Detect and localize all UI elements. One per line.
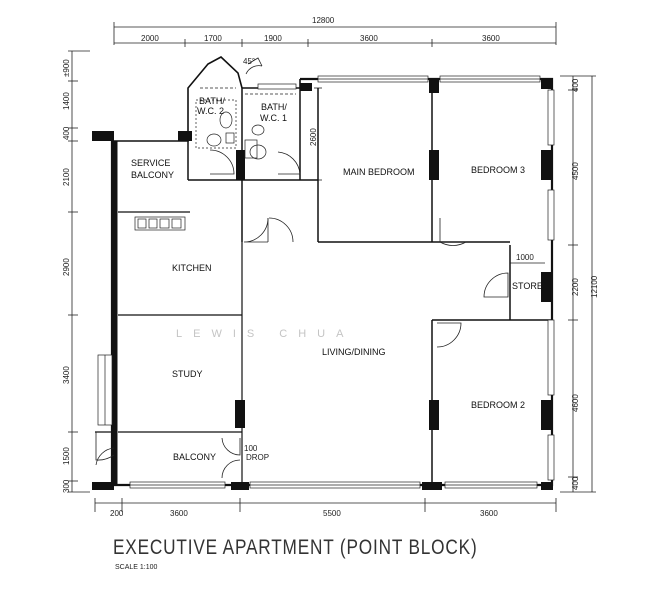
dim-top-total: 12800: [312, 16, 335, 25]
dim-left-6: 3400: [62, 366, 71, 384]
dim-top-4: 3600: [360, 34, 378, 43]
room-bedroom3: BEDROOM 3: [471, 165, 525, 175]
dim-angle: 45°: [243, 57, 255, 66]
dim-top-2: 1700: [204, 34, 222, 43]
dim-inner-bath: 2600: [309, 128, 318, 146]
doors: [95, 57, 509, 479]
room-bath2-line2: W.C. 2: [197, 106, 224, 116]
dim-right-total: 12100: [590, 275, 599, 298]
dim-inner-store: 1000: [516, 253, 534, 262]
room-bedroom2: BEDROOM 2: [471, 400, 525, 410]
dim-top-5: 3600: [482, 34, 500, 43]
dim-left-1: ±900: [62, 59, 71, 77]
dim-left-2: 1400: [62, 92, 71, 110]
room-service-balcony-line1: SERVICE: [131, 158, 170, 168]
room-balcony: BALCONY: [173, 452, 216, 462]
dim-bottom-2: 3600: [170, 509, 188, 518]
columns: [92, 79, 553, 490]
room-main-bedroom: MAIN BEDROOM: [343, 167, 415, 177]
dim-right-2: 4500: [571, 162, 580, 180]
dim-bottom-3: 5500: [323, 509, 341, 518]
dim-drop-value: 100: [244, 444, 258, 453]
room-bath1-line1: BATH/: [261, 102, 287, 112]
dimension-lines: [68, 22, 596, 512]
windows: [97, 75, 555, 489]
dim-left-4: 2100: [62, 168, 71, 186]
room-living-dining: LIVING/DINING: [322, 347, 386, 357]
dim-left-5: 2900: [62, 258, 71, 276]
dimension-labels: 12800 2000 1700 1900 3600 3600 45° ±900 …: [62, 16, 599, 518]
dim-left-7: 1500: [62, 447, 71, 465]
dim-right-4: 4600: [571, 394, 580, 412]
dim-drop-label: DROP: [246, 453, 269, 462]
dim-right-3: 2200: [571, 278, 580, 296]
fixtures: [134, 87, 296, 231]
plan-title: EXECUTIVE APARTMENT (POINT BLOCK): [113, 536, 478, 559]
walls: [95, 56, 554, 487]
room-kitchen: KITCHEN: [172, 263, 212, 273]
watermark: LEWIS CHUA: [176, 328, 354, 340]
room-store: STORE: [512, 281, 543, 291]
room-service-balcony-line2: BALCONY: [131, 170, 174, 180]
room-labels: BATH/ W.C. 2 BATH/ W.C. 1 SERVICE BALCON…: [131, 96, 543, 462]
room-study: STUDY: [172, 369, 203, 379]
dim-top-3: 1900: [264, 34, 282, 43]
dim-left-8: 300: [62, 479, 71, 493]
dim-left-3: 400: [62, 126, 71, 140]
dim-right-1: 400: [571, 78, 580, 92]
dim-top-1: 2000: [141, 34, 159, 43]
dim-right-5: 400: [571, 476, 580, 490]
room-bath2-line1: BATH/: [199, 96, 225, 106]
dim-bottom-1: 200: [110, 509, 124, 518]
dim-bottom-4: 3600: [480, 509, 498, 518]
plan-scale: SCALE 1:100: [115, 564, 158, 571]
room-bath1-line2: W.C. 1: [260, 113, 287, 123]
